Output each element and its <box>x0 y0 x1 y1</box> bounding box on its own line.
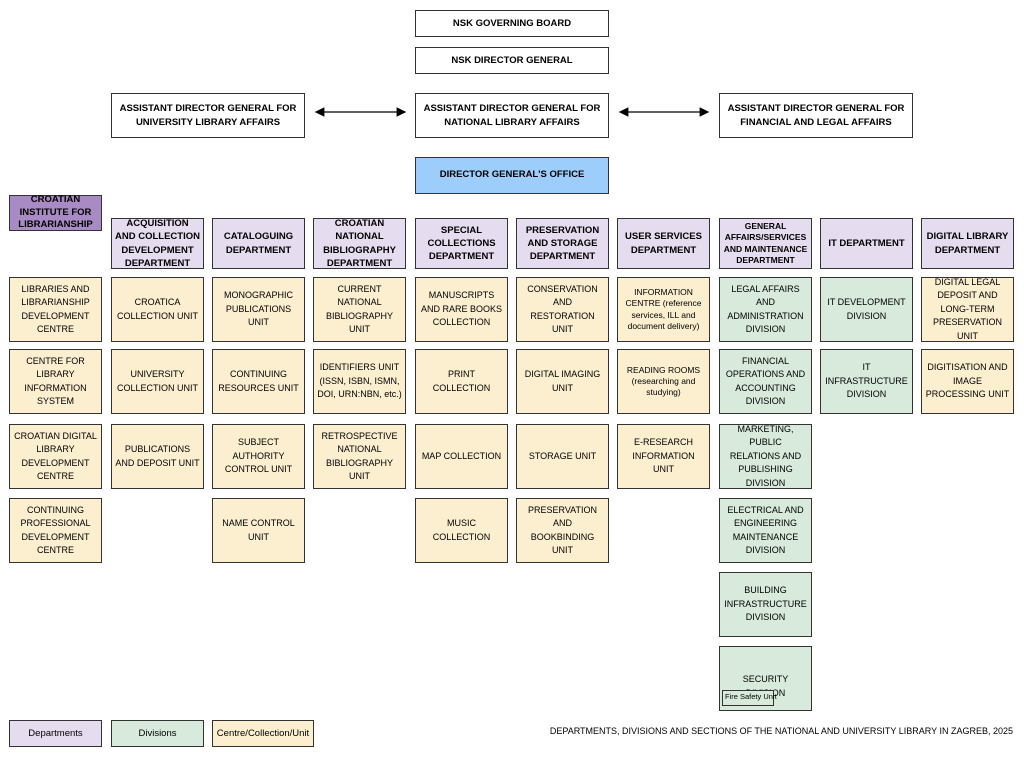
unit-box: NAME CONTROL UNIT <box>212 498 305 563</box>
unit-box: CROATICA COLLECTION UNIT <box>111 277 204 342</box>
division-box: ELECTRICAL AND ENGINEERING MAINTENANCE D… <box>719 498 812 563</box>
unit-box: READING ROOMS (researching and studying) <box>617 349 710 414</box>
unit-box: CONTINUING RESOURCES UNIT <box>212 349 305 414</box>
unit-box: MAP COLLECTION <box>415 424 508 489</box>
governing-board-box: NSK GOVERNING BOARD <box>415 10 609 37</box>
division-box: MARKETING, PUBLIC RELATIONS AND PUBLISHI… <box>719 424 812 489</box>
unit-box: CONSERVATION AND RESTORATION UNIT <box>516 277 609 342</box>
unit-box: MONOGRAPHIC PUBLICATIONS UNIT <box>212 277 305 342</box>
chart-footer-caption: DEPARTMENTS, DIVISIONS AND SECTIONS OF T… <box>549 726 1013 736</box>
director-general-box: NSK DIRECTOR GENERAL <box>415 47 609 74</box>
unit-box: SUBJECT AUTHORITY CONTROL UNIT <box>212 424 305 489</box>
department-digital-library: DIGITAL LIBRARY DEPARTMENT <box>921 218 1014 269</box>
division-box: FINANCIAL OPERATIONS AND ACCOUNTING DIVI… <box>719 349 812 414</box>
unit-box: MANUSCRIPTS AND RARE BOOKS COLLECTION <box>415 277 508 342</box>
institute-header: CROATIAN INSTITUTE FOR LIBRARIANSHIP <box>9 194 102 231</box>
department-preservation: PRESERVATION AND STORAGE DEPARTMENT <box>516 218 609 269</box>
unit-box: E-RESEARCH INFORMATION UNIT <box>617 424 710 489</box>
unit-box: DIGITAL IMAGING UNIT <box>516 349 609 414</box>
unit-box: STORAGE UNIT <box>516 424 609 489</box>
unit-box: CURRENT NATIONAL BIBLIOGRAPHY UNIT <box>313 277 406 342</box>
unit-box: DIGITISATION AND IMAGE PROCESSING UNIT <box>921 349 1014 414</box>
unit-box: MUSIC COLLECTION <box>415 498 508 563</box>
fire-safety-unit-box: Fire Safety Unit <box>722 690 777 706</box>
legend-units: Centre/Collection/Unit <box>212 720 314 747</box>
division-box: IT INFRASTRUCTURE DIVISION <box>820 349 913 414</box>
division-box: BUILDING INFRASTRUCTURE DIVISION <box>719 572 812 637</box>
unit-box: IDENTIFIERS UNIT (ISSN, ISBN, ISMN, DOI,… <box>313 349 406 414</box>
department-user-services: USER SERVICES DEPARTMENT <box>617 218 710 269</box>
department-cataloguing: CATALOGUING DEPARTMENT <box>212 218 305 269</box>
assistant-director-financial-box: ASSISTANT DIRECTOR GENERAL FOR FINANCIAL… <box>719 93 913 138</box>
department-acquisition: ACQUISITION AND COLLECTION DEVELOPMENT D… <box>111 218 204 269</box>
department-general-affairs: GENERAL AFFAIRS/SERVICES AND MAINTENANCE… <box>719 218 812 269</box>
unit-box: RETROSPECTIVE NATIONAL BIBLIOGRAPHY UNIT <box>313 424 406 489</box>
department-special-collections: SPECIAL COLLECTIONS DEPARTMENT <box>415 218 508 269</box>
division-box: IT DEVELOPMENT DIVISION <box>820 277 913 342</box>
institute-centre: CENTRE FOR LIBRARY INFORMATION SYSTEM <box>9 349 102 414</box>
department-national-bibliography: CROATIAN NATIONAL BIBLIOGRAPHY DEPARTMEN… <box>313 218 406 269</box>
institute-centre: CONTINUING PROFESSIONAL DEVELOPMENT CENT… <box>9 498 102 563</box>
unit-box: PRINT COLLECTION <box>415 349 508 414</box>
legend-divisions: Divisions <box>111 720 204 747</box>
director-general-office-box: DIRECTOR GENERAL'S OFFICE <box>415 157 609 194</box>
unit-box: INFORMATION CENTRE (reference services, … <box>617 277 710 342</box>
unit-box: DIGITAL LEGAL DEPOSIT AND LONG-TERM PRES… <box>921 277 1014 342</box>
institute-centre: CROATIAN DIGITAL LIBRARY DEVELOPMENT CEN… <box>9 424 102 489</box>
unit-box: PUBLICATIONS AND DEPOSIT UNIT <box>111 424 204 489</box>
division-box: LEGAL AFFAIRS AND ADMINISTRATION DIVISIO… <box>719 277 812 342</box>
assistant-director-university-box: ASSISTANT DIRECTOR GENERAL FOR UNIVERSIT… <box>111 93 305 138</box>
unit-box: UNIVERSITY COLLECTION UNIT <box>111 349 204 414</box>
unit-box: PRESERVATION AND BOOKBINDING UNIT <box>516 498 609 563</box>
assistant-director-national-box: ASSISTANT DIRECTOR GENERAL FOR NATIONAL … <box>415 93 609 138</box>
department-it: IT DEPARTMENT <box>820 218 913 269</box>
institute-centre: LIBRARIES AND LIBRARIANSHIP DEVELOPMENT … <box>9 277 102 342</box>
legend-departments: Departments <box>9 720 102 747</box>
